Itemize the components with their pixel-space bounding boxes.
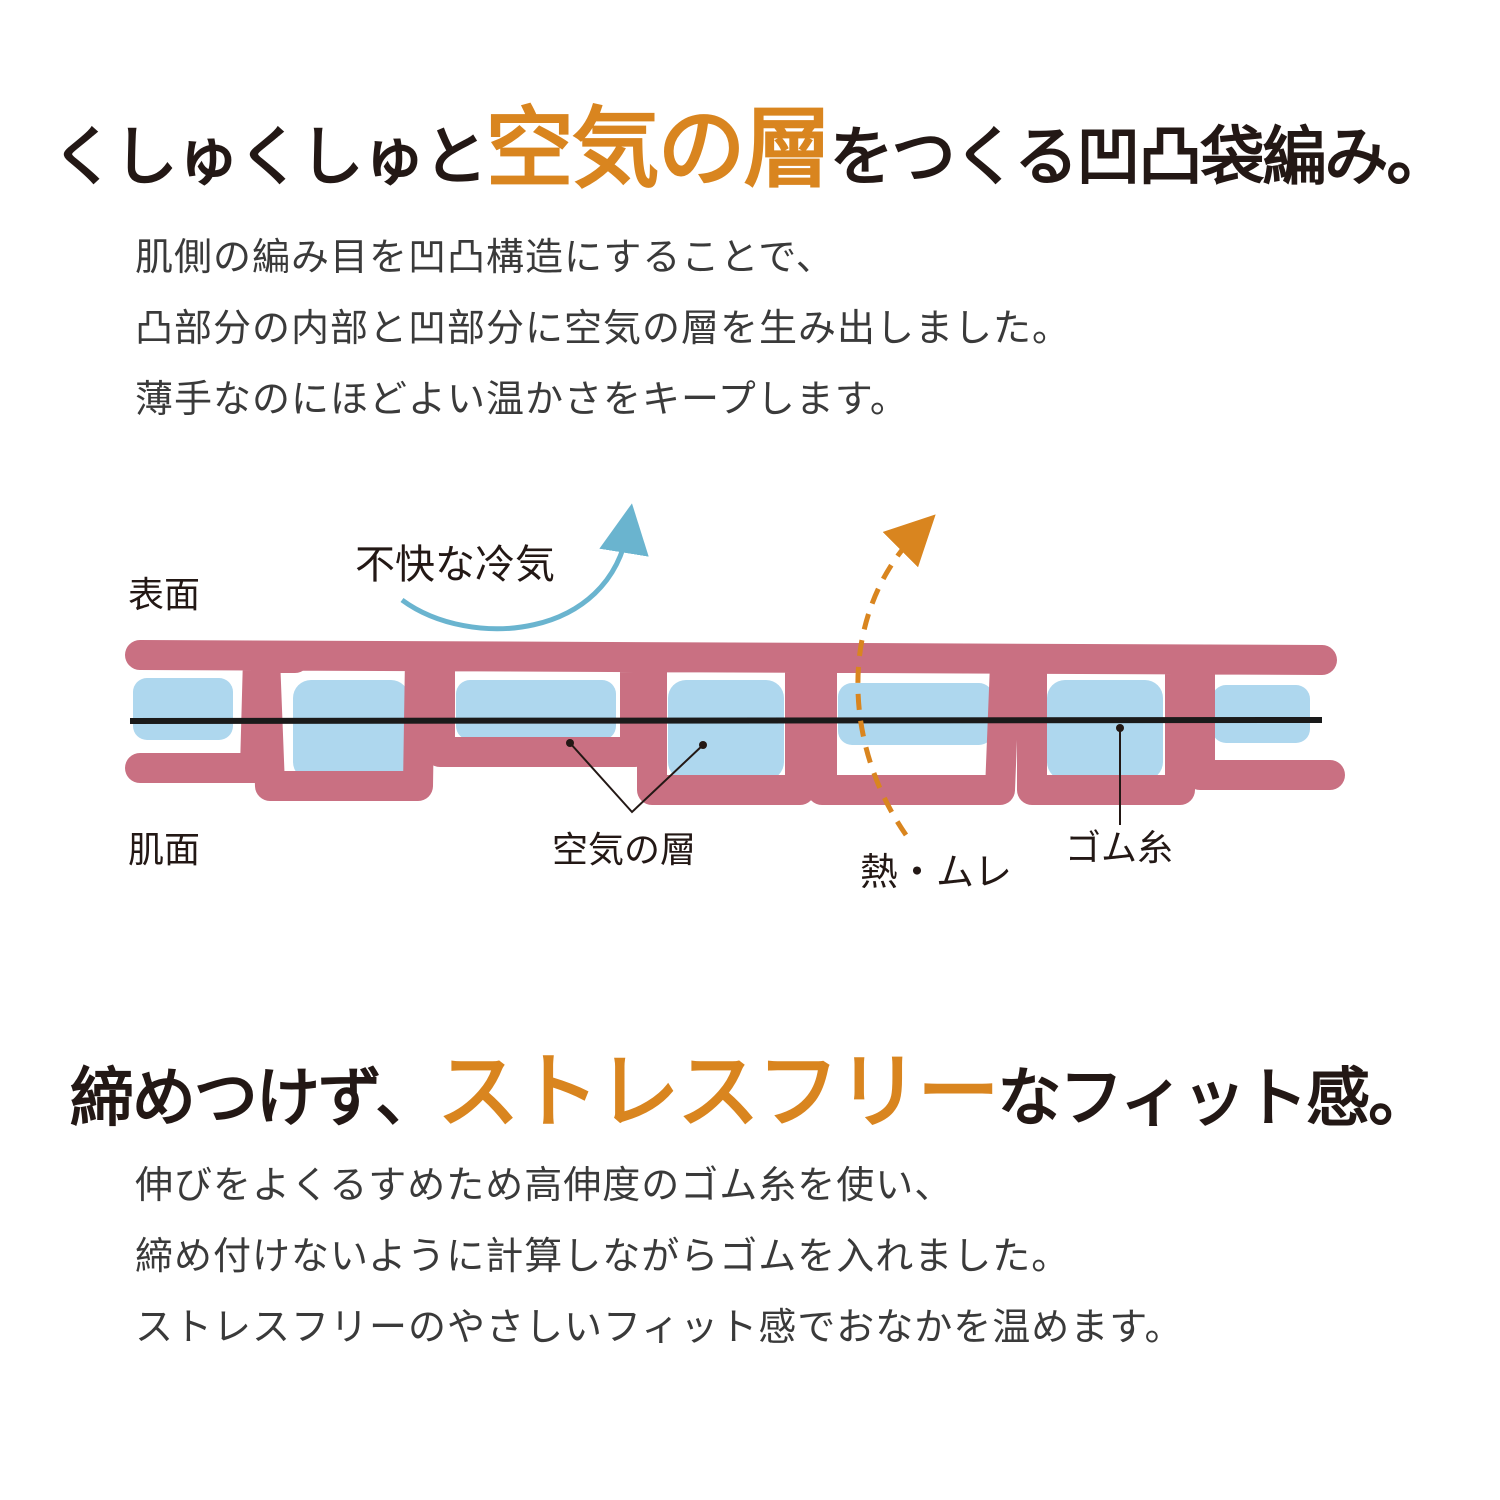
description-line: 締め付けないように計算しながらゴムを入れました。 (135, 1234, 1071, 1278)
heat-arrow (855, 514, 936, 837)
air-pocket (668, 680, 784, 780)
label-heat-moisture: 熱・ムレ (860, 850, 1012, 894)
knit-structure-diagram: 表面 肌面 不快な冷気 空気の層 熱・ムレ ゴム糸 (125, 503, 1345, 894)
label-cold-air: 不快な冷気 (355, 542, 555, 588)
description-line: 肌側の編み目を凹凸構造にすることで、 (135, 235, 835, 279)
description-line: 薄手なのにほどよい温かさをキープします。 (135, 377, 909, 421)
air-pockets (133, 678, 1310, 780)
air-pocket (838, 683, 993, 745)
heading-post: なフィット感。 (997, 1062, 1432, 1136)
heading-post: をつくる凹凸袋編み。 (829, 121, 1451, 195)
heading-accent: 空気の層 (485, 97, 832, 200)
heading-stress-free: 締めつけず、ストレスフリーなフィット感。 (0, 1025, 1500, 1144)
air-pocket (293, 680, 409, 780)
air-pocket (1047, 680, 1163, 780)
leader-dot (699, 741, 707, 749)
description-air-layer: 肌側の編み目を凹凸構造にすることで、 凸部分の内部と凹部分に空気の層を生み出しま… (135, 222, 1435, 435)
label-skin: 肌面 (128, 830, 200, 871)
label-surface: 表面 (128, 575, 200, 616)
description-stress-free: 伸びをよくるすめため高伸度のゴム糸を使い、 締め付けないように計算しながらゴムを… (135, 1150, 1435, 1363)
rubber-thread (129, 717, 1323, 725)
knit-yarn (125, 640, 1345, 805)
heading-accent: ストレスフリー (437, 1045, 999, 1140)
heading-air-layer: くしゅくしゅと空気の層をつくる凹凸袋編み。 (0, 78, 1500, 205)
air-pocket (133, 678, 233, 740)
description-line: ストレスフリーのやさしいフィット感でおなかを温めます。 (135, 1305, 1184, 1349)
description-line: 伸びをよくるすめため高伸度のゴム糸を使い、 (135, 1163, 954, 1207)
heading-pre: 締めつけず、 (69, 1062, 440, 1136)
label-air-layer: 空気の層 (552, 830, 696, 871)
air-pocket (1212, 685, 1310, 743)
air-layer-leader (569, 742, 704, 814)
leader-dot (1116, 724, 1124, 732)
cold-air-arrow (400, 503, 649, 632)
leader-dot (566, 739, 574, 747)
label-rubber-thread: ゴム糸 (1065, 828, 1173, 869)
description-line: 凸部分の内部と凹部分に空気の層を生み出しました。 (135, 306, 1072, 350)
air-pocket (456, 680, 616, 740)
heading-pre: くしゅくしゅと (51, 121, 488, 195)
